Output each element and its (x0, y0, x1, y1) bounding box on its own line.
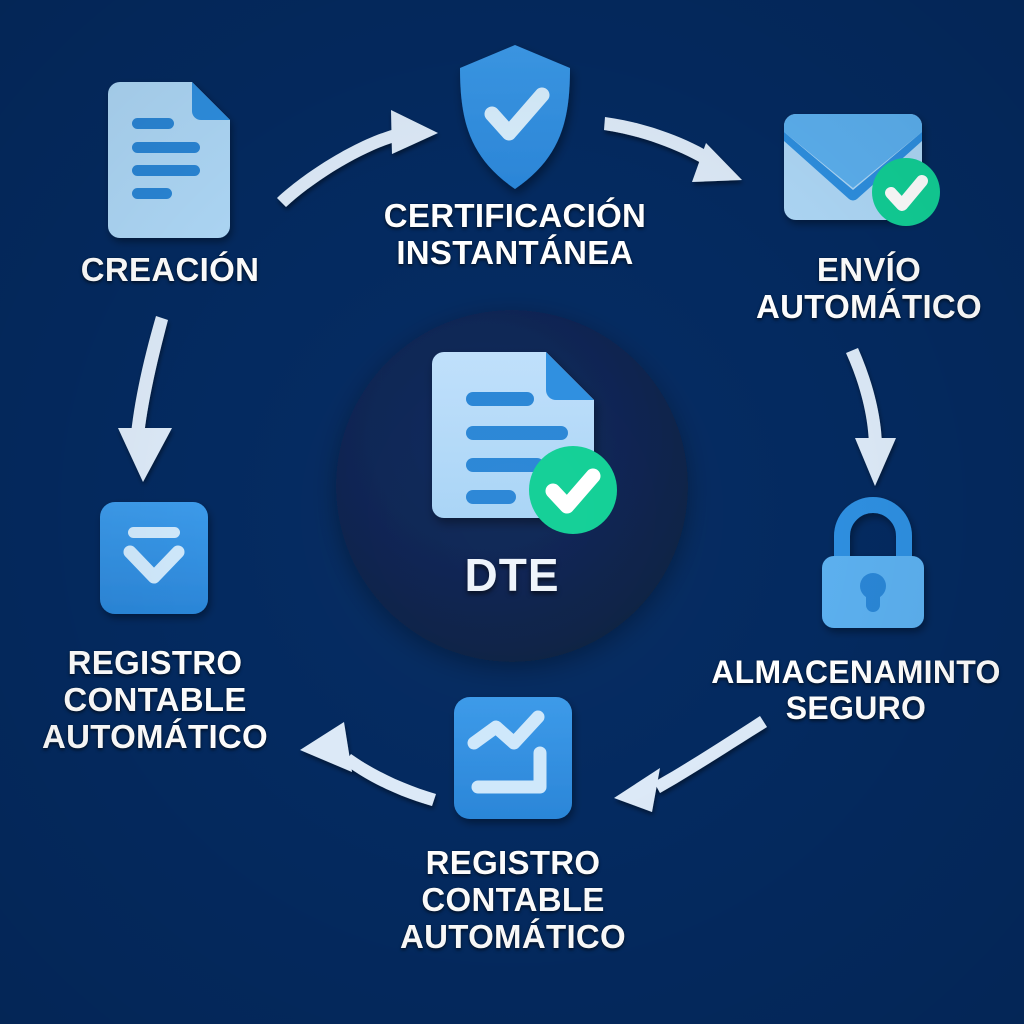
envelope-check-icon (784, 114, 940, 226)
arrow-certificacion-to-envio (604, 117, 742, 182)
download-chevron-icon (100, 502, 208, 614)
line-chart-icon (454, 697, 572, 819)
label-registro-bottom: REGISTRO CONTABLE AUTOMÁTICO (399, 844, 627, 955)
document-icon (108, 82, 230, 238)
node-registro-bottom[interactable] (452, 695, 574, 821)
label-almacenamiento: ALMACENAMINTO SEGURO (711, 654, 1001, 726)
label-envio: ENVÍO AUTOMÁTICO (755, 251, 983, 325)
label-certificacion: CERTIFICACIÓN INSTANTÁNEA (383, 197, 647, 271)
center-label-wrap: DTE (336, 548, 688, 608)
green-check-badge (529, 446, 617, 534)
arrow-creacion-to-registro-left (118, 316, 172, 482)
lock-icon (822, 497, 924, 628)
node-creacion[interactable] (104, 80, 236, 240)
arrow-registro-to-registro-left (300, 722, 436, 806)
center-document-icon-wrap (424, 348, 634, 538)
node-certificacion[interactable] (452, 42, 578, 192)
label-creacion: CREACIÓN (80, 251, 260, 288)
arrow-almacenamiento-to-registro (614, 716, 767, 812)
arrow-envio-to-almacenamiento (846, 348, 896, 486)
label-registro-left: REGISTRO CONTABLE AUTOMÁTICO (41, 644, 269, 755)
document-check-icon (432, 352, 617, 534)
node-envio[interactable] (782, 110, 950, 238)
node-almacenamiento[interactable] (818, 497, 928, 632)
center-label: DTE (464, 549, 560, 601)
green-check-badge (872, 158, 940, 226)
node-registro-left[interactable] (98, 500, 210, 616)
shield-check-icon (460, 45, 570, 189)
arrow-creacion-to-certificacion (277, 110, 438, 207)
